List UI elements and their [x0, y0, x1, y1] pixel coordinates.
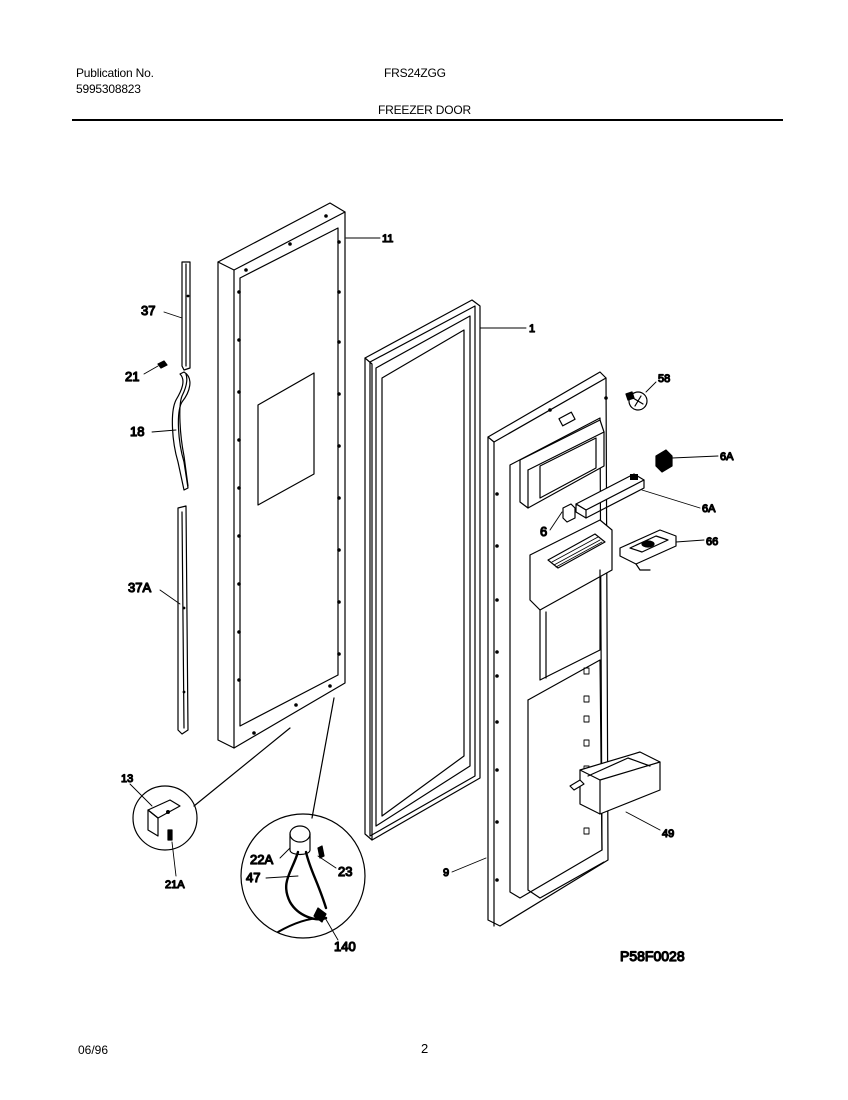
- callout-66: 66: [706, 536, 718, 548]
- callout-49: 49: [662, 828, 674, 840]
- upper-trim-strip: [181, 261, 191, 371]
- publication-number: 5995308823: [76, 82, 141, 96]
- handle-bracket: [171, 371, 191, 491]
- callout-58: 58: [658, 373, 670, 385]
- callout-47: 47: [246, 870, 260, 885]
- callout-1: 1: [529, 323, 535, 335]
- header-rule: [72, 119, 783, 121]
- section-title: FREEZER DOOR: [378, 103, 471, 117]
- lower-trim-strip: [177, 505, 189, 735]
- callout-23: 23: [338, 864, 352, 879]
- callout-37: 37: [141, 303, 155, 318]
- hinge-detail-circle: [132, 727, 291, 851]
- clip-6: [562, 503, 576, 523]
- callout-6a-mid: 6A: [702, 503, 716, 515]
- publication-label: Publication No.: [76, 66, 154, 80]
- door-bin: [569, 751, 661, 815]
- model-number: FRS24ZGG: [384, 66, 446, 80]
- door-gasket: [364, 299, 481, 841]
- clip-6a-top: [655, 449, 673, 473]
- callout-22a: 22A: [250, 852, 273, 867]
- bar-6a: [575, 473, 645, 519]
- callout-13: 13: [121, 773, 133, 785]
- leader-lines: [129, 237, 719, 941]
- dispenser-actuator: [619, 529, 677, 571]
- outer-door-panel: [217, 202, 346, 749]
- screw-58: [625, 391, 648, 411]
- callout-21: 21: [125, 369, 139, 384]
- callout-140: 140: [334, 939, 356, 954]
- screw-21: [157, 360, 168, 369]
- switch-detail-circle: [240, 697, 366, 939]
- callout-11: 11: [382, 233, 393, 245]
- callout-9: 9: [443, 867, 449, 879]
- callout-21a: 21A: [165, 879, 185, 891]
- page-number: 2: [421, 1041, 429, 1056]
- inner-door-liner: [487, 371, 613, 927]
- footer-date: 06/96: [78, 1043, 109, 1057]
- callout-37a: 37A: [128, 580, 151, 595]
- callout-6: 6: [540, 524, 547, 539]
- callout-18: 18: [130, 424, 144, 439]
- figure-code: P58F0028: [620, 948, 685, 964]
- callout-6a-top: 6A: [720, 451, 734, 463]
